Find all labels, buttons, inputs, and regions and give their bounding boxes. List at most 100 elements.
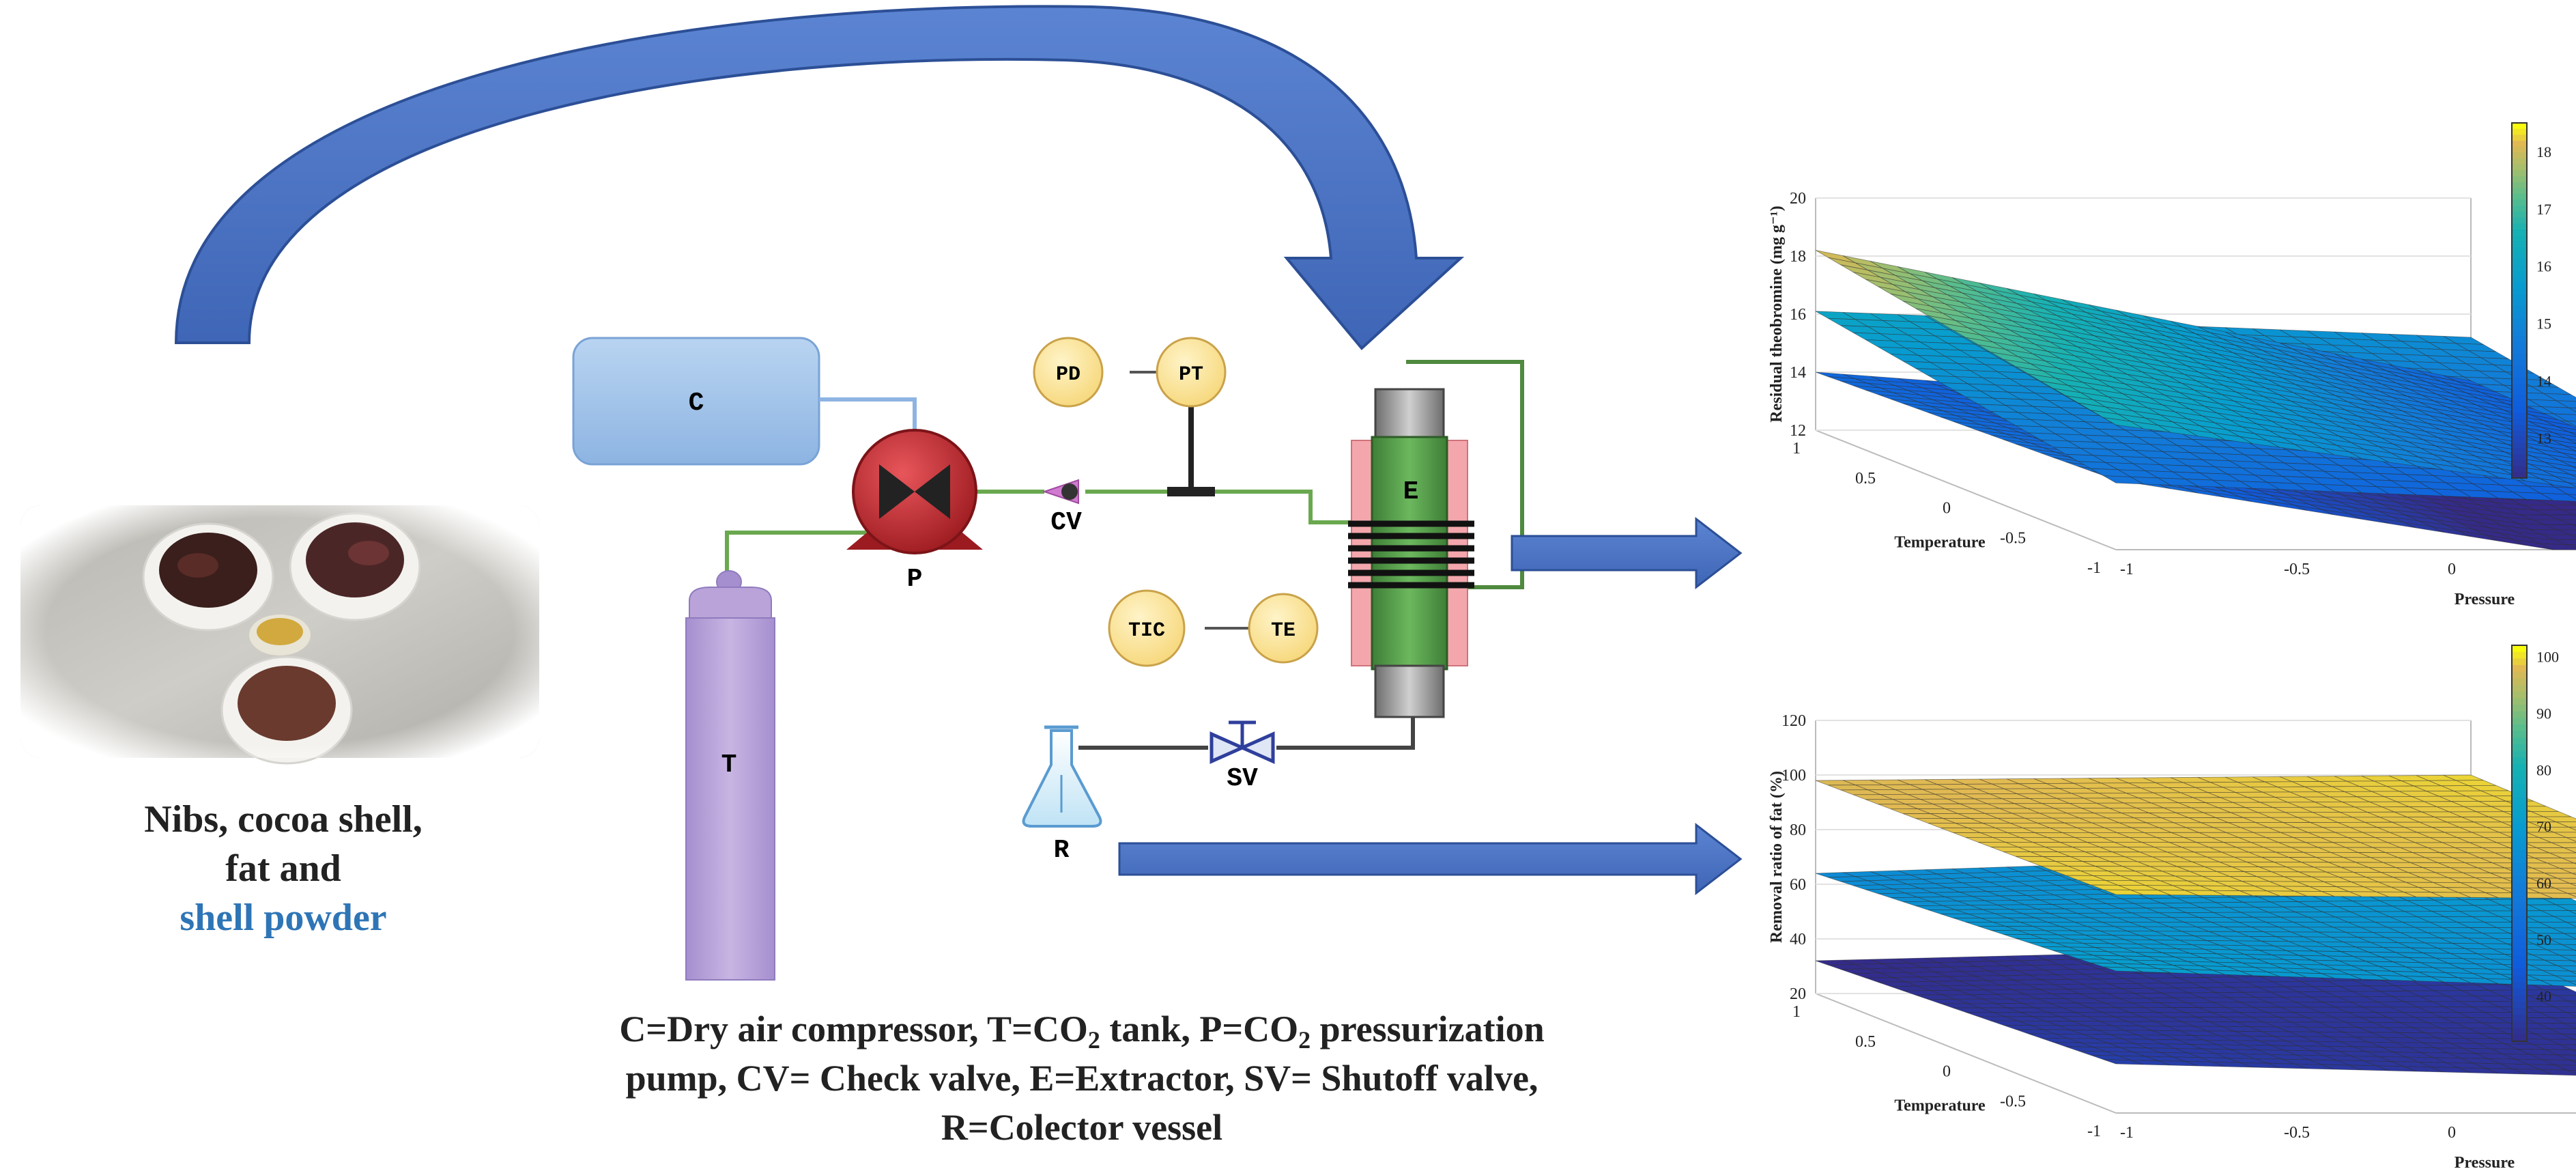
- legend: C=Dry air compressor, T=CO2 tank, P=CO2 …: [619, 1009, 1544, 1148]
- surface-cell: [2543, 393, 2576, 402]
- check-valve-cv: [1042, 479, 1079, 505]
- x-axis-label: Temperature: [1894, 533, 1986, 551]
- x-tick-label: -0.5: [2000, 1093, 2026, 1110]
- colorbar-tick-label: 18: [2536, 143, 2551, 160]
- surface-cell: [2568, 432, 2576, 436]
- label-tic: TIC: [1128, 619, 1165, 643]
- surface-cell: [2549, 852, 2576, 859]
- surface-cell: [2541, 406, 2576, 415]
- surface-cell: [2572, 873, 2576, 875]
- colorbar-tick-label: 80: [2536, 761, 2551, 778]
- surface-cell: [2555, 476, 2576, 484]
- surface-cell: [2572, 466, 2576, 469]
- surface-cell: [2574, 950, 2576, 951]
- surface-cell: [2572, 524, 2576, 527]
- label-p: P: [907, 565, 923, 594]
- y-tick-label: 0: [2448, 1124, 2456, 1142]
- surface-cell: [2541, 1000, 2576, 1007]
- surface-cell: [2572, 1050, 2576, 1052]
- surface-cell: [2564, 445, 2576, 452]
- arrow-to-chart-1: [1511, 516, 1743, 590]
- surface-cell: [2536, 933, 2576, 940]
- label-c: C: [689, 389, 704, 418]
- z-tick-label: 80: [1790, 821, 1806, 839]
- surface-cell: [2569, 970, 2576, 974]
- legend-line-3: R=Colector vessel: [941, 1107, 1222, 1148]
- surface-cell: [2540, 1069, 2576, 1076]
- caption-line-3: shell powder: [180, 897, 386, 939]
- surface-cell: [2568, 910, 2576, 914]
- surface-cell: [2574, 514, 2576, 516]
- z-tick-label: 12: [1790, 422, 1806, 440]
- chart-axes: 121416182010.50-0.5-1-1-0.500.51Residual…: [1768, 190, 2576, 608]
- gauge-pd: [1033, 337, 1104, 408]
- z-tick-label: 120: [1781, 712, 1806, 730]
- z-tick-label: 18: [1790, 248, 1806, 266]
- x-tick-label: 0.5: [1855, 1033, 1876, 1051]
- surface-cell: [2553, 916, 2576, 922]
- surface-cell: [2551, 1017, 2576, 1024]
- surface-cell: [2557, 468, 2576, 476]
- surface-cell: [2559, 1044, 2576, 1051]
- surface-cell: [2556, 400, 2576, 409]
- surface-cell: [2542, 970, 2576, 977]
- surface-cell: [2541, 826, 2576, 833]
- arrow-to-chart-2: [1118, 822, 1743, 896]
- surface-cell: [2556, 995, 2576, 1002]
- surface-cell: [2574, 1039, 2576, 1041]
- colorbar-tick-label: 60: [2536, 875, 2551, 892]
- surface-cell: [2545, 524, 2576, 531]
- surface-cell: [2566, 421, 2576, 427]
- pump-p: [846, 429, 983, 554]
- surface-cell: [2568, 1000, 2576, 1005]
- photo-caption: Nibs, cocoa shell, fat and shell powder: [144, 798, 423, 939]
- surface-cell: [2545, 959, 2576, 967]
- colorbar-tick-label: 15: [2536, 315, 2551, 333]
- surface-cell: [2559, 868, 2576, 874]
- surface-cell: [2545, 462, 2576, 472]
- x-axis-label: Temperature: [1894, 1097, 1986, 1114]
- y-tick-label: -1: [2120, 561, 2134, 578]
- z-tick-label: 20: [1790, 985, 1806, 1003]
- surface-cell: [2553, 432, 2576, 441]
- surface-cell: [2566, 922, 2576, 927]
- surface-cell: [2566, 438, 2576, 444]
- colorbar-tick-label: 70: [2536, 818, 2551, 835]
- label-t: T: [721, 750, 737, 780]
- surface-cell: [2549, 447, 2576, 455]
- surface-cell: [2540, 478, 2576, 489]
- x-tick-label: -1: [2087, 559, 2101, 577]
- surface-cell: [2543, 816, 2576, 823]
- gauge-tic: [1108, 589, 1186, 667]
- surface-cell: [2553, 413, 2576, 422]
- colorbar-tick-label: 16: [2536, 258, 2551, 275]
- surface-cell: [2566, 837, 2576, 842]
- surface-cell: [2564, 933, 2576, 940]
- surface-cell: [2540, 892, 2576, 899]
- colorbar-tick-label: 17: [2536, 201, 2551, 218]
- caption-line-1: Nibs, cocoa shell,: [144, 798, 423, 841]
- colorbar-tick-label: 14: [2536, 372, 2551, 389]
- surface-cell: [2543, 420, 2576, 430]
- surface-cell: [2568, 407, 2576, 412]
- surface-cell: [2543, 989, 2576, 996]
- y-axis-label: Pressure: [2455, 1154, 2515, 1169]
- surface-cell: [2547, 1039, 2576, 1045]
- surface-cell: [2562, 1033, 2576, 1040]
- surface-cell: [2555, 975, 2576, 982]
- surface-cell: [2540, 980, 2576, 987]
- surface-cell: [2557, 877, 2576, 884]
- surface-cell: [2549, 938, 2576, 945]
- surface-cell: [2542, 470, 2576, 480]
- caption-line-2: fat and: [225, 847, 341, 890]
- surface-cell: [2542, 882, 2576, 889]
- surface-cell: [2540, 543, 2576, 550]
- collector-vessel-r: [1022, 725, 1102, 828]
- surface-cell: [2557, 965, 2576, 972]
- z-axis-label: Removal ratio of fat (%): [1768, 771, 1786, 943]
- surface-cell: [2540, 492, 2576, 502]
- curved-arrow: [174, 5, 1465, 350]
- surface-cell: [2555, 1065, 2576, 1071]
- surface-cell: [2536, 847, 2576, 854]
- surface-cell: [2559, 460, 2576, 468]
